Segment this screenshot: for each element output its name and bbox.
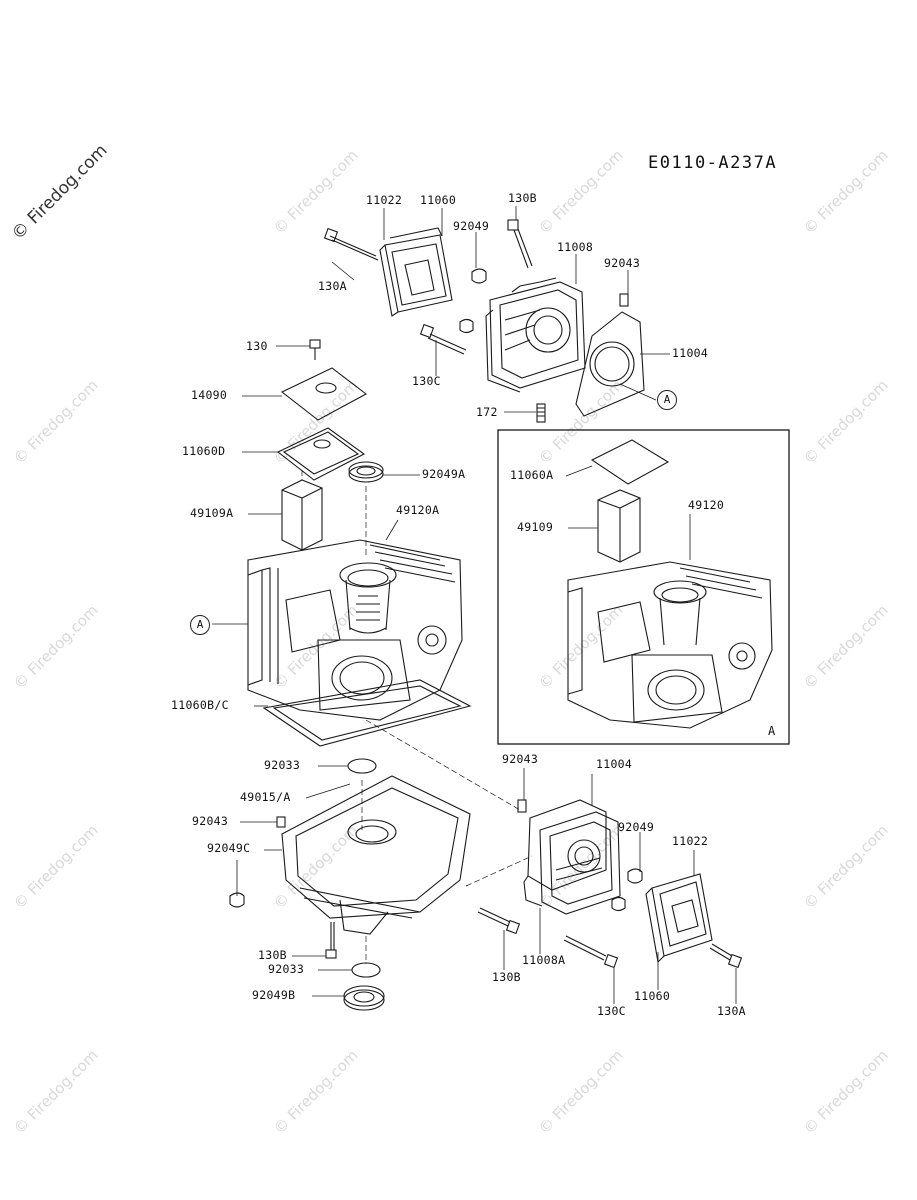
inset-gasket-11060a bbox=[590, 439, 670, 485]
inset-frame bbox=[497, 429, 790, 745]
part-label: 11060 bbox=[634, 989, 671, 1003]
part-label: 49109 bbox=[517, 520, 554, 534]
part-label: 11060B/C bbox=[171, 698, 229, 712]
o-ring-92033-top bbox=[347, 758, 377, 774]
part-label: 130B bbox=[258, 948, 287, 962]
inset-label: A bbox=[768, 724, 776, 738]
bolt-130a-top bbox=[323, 227, 379, 261]
part-label: 92049A bbox=[422, 467, 466, 481]
part-label: 11022 bbox=[672, 834, 709, 848]
part-label: 92033 bbox=[268, 962, 305, 976]
callout-a-right: A bbox=[657, 390, 677, 410]
alignment-lines bbox=[301, 470, 533, 964]
part-label: 49120A bbox=[396, 503, 440, 517]
bolt-130c-top bbox=[419, 323, 467, 355]
part-label: 11060A bbox=[510, 468, 554, 482]
dowel-92043-mid bbox=[517, 799, 527, 813]
part-label: 49015/A bbox=[240, 790, 291, 804]
part-label: 130B bbox=[508, 191, 537, 205]
leader-lines bbox=[212, 206, 737, 1004]
inset-block-49109 bbox=[597, 489, 641, 563]
part-label: 130A bbox=[318, 279, 347, 293]
gasket-11060bc bbox=[262, 679, 472, 747]
diagram-code: E0110-A237A bbox=[648, 153, 778, 173]
breather-cover-14090 bbox=[280, 367, 368, 421]
crankcase-49120a bbox=[247, 539, 463, 721]
seal-92049a bbox=[348, 461, 384, 483]
part-label: 92043 bbox=[192, 814, 229, 828]
part-label: 92049 bbox=[618, 820, 655, 834]
stud-172 bbox=[536, 403, 546, 423]
plug-92043-left bbox=[276, 816, 286, 828]
part-label: 130 bbox=[246, 339, 268, 353]
part-label: 49109A bbox=[190, 506, 234, 520]
part-label: 11008A bbox=[522, 953, 566, 967]
head-gasket-11004-bottom bbox=[527, 799, 607, 891]
cylinder-head-11008 bbox=[485, 277, 586, 393]
part-label: 11004 bbox=[672, 346, 709, 360]
part-label: 172 bbox=[476, 405, 498, 419]
part-label: 49120 bbox=[688, 498, 725, 512]
nut-92049c bbox=[229, 892, 245, 908]
cylinder-head-11008a bbox=[523, 811, 621, 915]
bolt-130b-bottom bbox=[477, 907, 521, 935]
part-label: 11060 bbox=[420, 193, 457, 207]
sump-49015a bbox=[281, 775, 471, 935]
part-label: 92043 bbox=[604, 256, 641, 270]
seal-92049b bbox=[343, 985, 385, 1011]
bolt-130b-top bbox=[507, 219, 533, 269]
bolt-130c-bottom bbox=[563, 935, 619, 969]
nut-92049-right bbox=[611, 868, 643, 912]
head-cover-top bbox=[379, 227, 453, 317]
nut-92049-top bbox=[459, 268, 487, 334]
inset-crankcase-49120 bbox=[567, 561, 773, 729]
block-49109a bbox=[281, 479, 323, 551]
o-ring-92033-bottom bbox=[351, 962, 381, 978]
part-label: 130C bbox=[412, 374, 441, 388]
part-label: 11060D bbox=[182, 444, 226, 458]
dowel-92043-top bbox=[619, 293, 629, 307]
part-label: 92049 bbox=[453, 219, 490, 233]
part-label: 130C bbox=[597, 1004, 626, 1018]
part-label: 130A bbox=[717, 1004, 746, 1018]
bolt-130b-left bbox=[325, 922, 337, 959]
head-gasket-11004-top bbox=[575, 311, 645, 417]
screw-130 bbox=[309, 339, 321, 360]
head-cover-bottom bbox=[645, 873, 713, 964]
part-label: 92033 bbox=[264, 758, 301, 772]
part-label: 11008 bbox=[557, 240, 594, 254]
gasket-11060d bbox=[276, 427, 366, 481]
part-label: 92049B bbox=[252, 988, 296, 1002]
part-label: 11004 bbox=[596, 757, 633, 771]
part-label: 92049C bbox=[207, 841, 251, 855]
bolt-130a-bottom bbox=[709, 943, 743, 969]
callout-a-left: A bbox=[190, 615, 210, 635]
part-label: 130B bbox=[492, 970, 521, 984]
part-label: 92043 bbox=[502, 752, 539, 766]
part-label: 11022 bbox=[366, 193, 403, 207]
part-label: 14090 bbox=[191, 388, 228, 402]
